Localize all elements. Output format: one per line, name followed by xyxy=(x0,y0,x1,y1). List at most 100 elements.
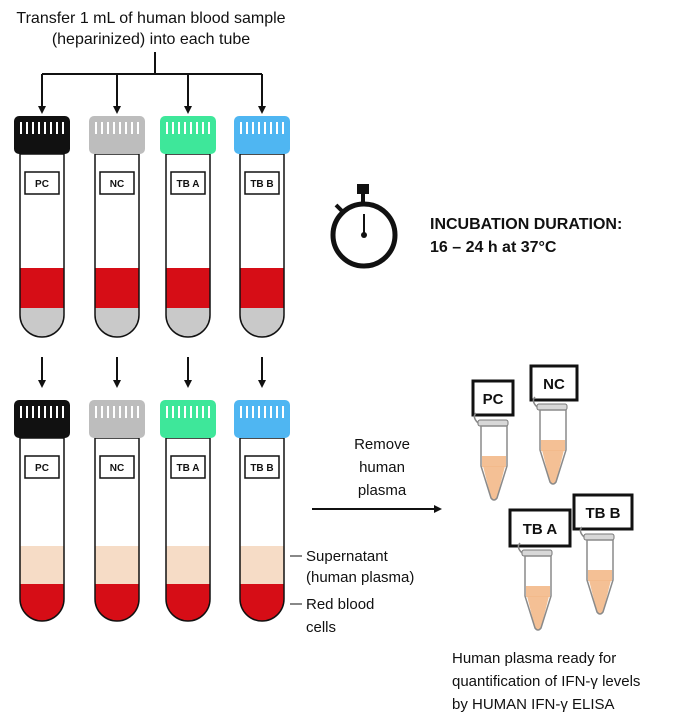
microtube-body xyxy=(539,409,567,485)
gel-layer xyxy=(20,308,64,337)
tube-label-box xyxy=(24,455,60,479)
plasma-layer xyxy=(20,546,64,584)
transfer-line-2: human xyxy=(359,459,405,476)
tube-top-2: TB A xyxy=(160,116,216,338)
cap xyxy=(14,116,70,154)
microtube-label-box xyxy=(508,508,572,548)
tube-body xyxy=(19,437,65,622)
transfer-line-1: Remove xyxy=(354,436,410,453)
plasma-layer xyxy=(95,546,139,584)
tube-body xyxy=(19,153,65,338)
tube-body xyxy=(239,153,285,338)
plasma-layer xyxy=(166,546,210,584)
result-line-3: by HUMAN IFN-γ ELISA xyxy=(452,696,615,713)
tube-body xyxy=(94,437,140,622)
tube-label-box xyxy=(99,171,135,195)
tube-body xyxy=(94,153,140,338)
plasma-layer xyxy=(240,546,284,584)
tube-bottom-0: PC xyxy=(14,400,70,622)
tube-label: TB A xyxy=(177,463,200,474)
result-line-2: quantification of IFN-γ levels xyxy=(452,673,640,690)
rbc-layer xyxy=(166,584,210,621)
instruction-line-2: (heparinized) into each tube xyxy=(52,31,250,48)
tube-label-box xyxy=(24,171,60,195)
tube-bottom-2: TB A xyxy=(160,400,216,622)
microtube-plasma xyxy=(589,580,611,614)
microtube-plasma xyxy=(483,466,505,500)
tubes-before-incubation: PC NC TB A TB B xyxy=(14,116,290,338)
microtube-plasma xyxy=(542,450,564,484)
microtube-1: NC xyxy=(529,364,579,485)
rbc-label: Red blood xyxy=(306,596,374,613)
tube-body xyxy=(239,437,285,622)
tube-body xyxy=(165,437,211,622)
distribution-arrows xyxy=(38,52,266,114)
tube-top-0: PC xyxy=(14,116,70,338)
microtube-body xyxy=(586,539,614,615)
microtube-body xyxy=(524,555,552,631)
rbc-layer xyxy=(240,584,284,621)
microtube-label: TB A xyxy=(523,521,558,538)
tube-label: PC xyxy=(35,463,49,474)
supernatant-sub-label: (human plasma) xyxy=(306,569,414,586)
gel-layer xyxy=(166,308,210,337)
microtube-lid xyxy=(536,403,568,411)
transfer-line-3: plasma xyxy=(358,482,407,499)
microtube-label: TB B xyxy=(586,505,621,522)
cap xyxy=(234,116,290,154)
cap xyxy=(234,400,290,438)
tube-top-1: NC xyxy=(89,116,145,338)
microtube-body xyxy=(480,425,508,501)
rbc-sub-label: cells xyxy=(306,619,336,636)
gel-layer xyxy=(240,308,284,337)
tube-label-box xyxy=(170,171,206,195)
tube-label: TB B xyxy=(250,463,273,474)
blood-layer xyxy=(20,268,64,308)
tube-body xyxy=(165,153,211,338)
microtube-label-box xyxy=(572,493,634,531)
cap xyxy=(89,116,145,154)
tube-label-box xyxy=(99,455,135,479)
microtube-label-box xyxy=(471,379,515,417)
tube-label: NC xyxy=(110,179,124,190)
tube-label-box xyxy=(244,171,280,195)
rbc-layer xyxy=(20,584,64,621)
incubation-title: INCUBATION DURATION: xyxy=(430,216,622,233)
blood-layer xyxy=(166,268,210,308)
rbc-layer xyxy=(95,584,139,621)
tube-bottom-1: NC xyxy=(89,400,145,622)
microtube-label: NC xyxy=(543,376,565,393)
microtube-3: TB B xyxy=(572,493,634,615)
centrifuge-arrows xyxy=(38,357,266,388)
microtubes: PC NC TB A TB B xyxy=(471,364,634,631)
microtube-lid xyxy=(583,533,615,541)
microtube-plasma xyxy=(527,596,549,630)
instruction-line-1: Transfer 1 mL of human blood sample xyxy=(16,10,285,27)
tube-label: TB A xyxy=(177,179,200,190)
tube-label-box xyxy=(170,455,206,479)
tube-top-3: TB B xyxy=(234,116,290,338)
blood-layer xyxy=(95,268,139,308)
result-line-1: Human plasma ready for xyxy=(452,650,616,667)
tube-bottom-3: TB B xyxy=(234,400,290,622)
incubation-detail: 16 – 24 h at 37°C xyxy=(430,239,557,256)
supernatant-label: Supernatant xyxy=(306,548,389,565)
tube-label: NC xyxy=(110,463,124,474)
microtube-lid xyxy=(477,419,509,427)
gel-layer xyxy=(95,308,139,337)
microtube-2: TB A xyxy=(508,508,572,631)
cap xyxy=(160,116,216,154)
cap xyxy=(14,400,70,438)
tube-label: TB B xyxy=(250,179,273,190)
stopwatch-icon xyxy=(330,184,398,269)
tube-label-box xyxy=(244,455,280,479)
microtube-lid xyxy=(521,549,553,557)
cap xyxy=(160,400,216,438)
microtube-label: PC xyxy=(483,391,504,408)
cap xyxy=(89,400,145,438)
microtube-0: PC xyxy=(471,379,515,501)
tubes-after-incubation: PC NC TB A TB B xyxy=(14,400,290,622)
tube-label: PC xyxy=(35,179,49,190)
blood-layer xyxy=(240,268,284,308)
